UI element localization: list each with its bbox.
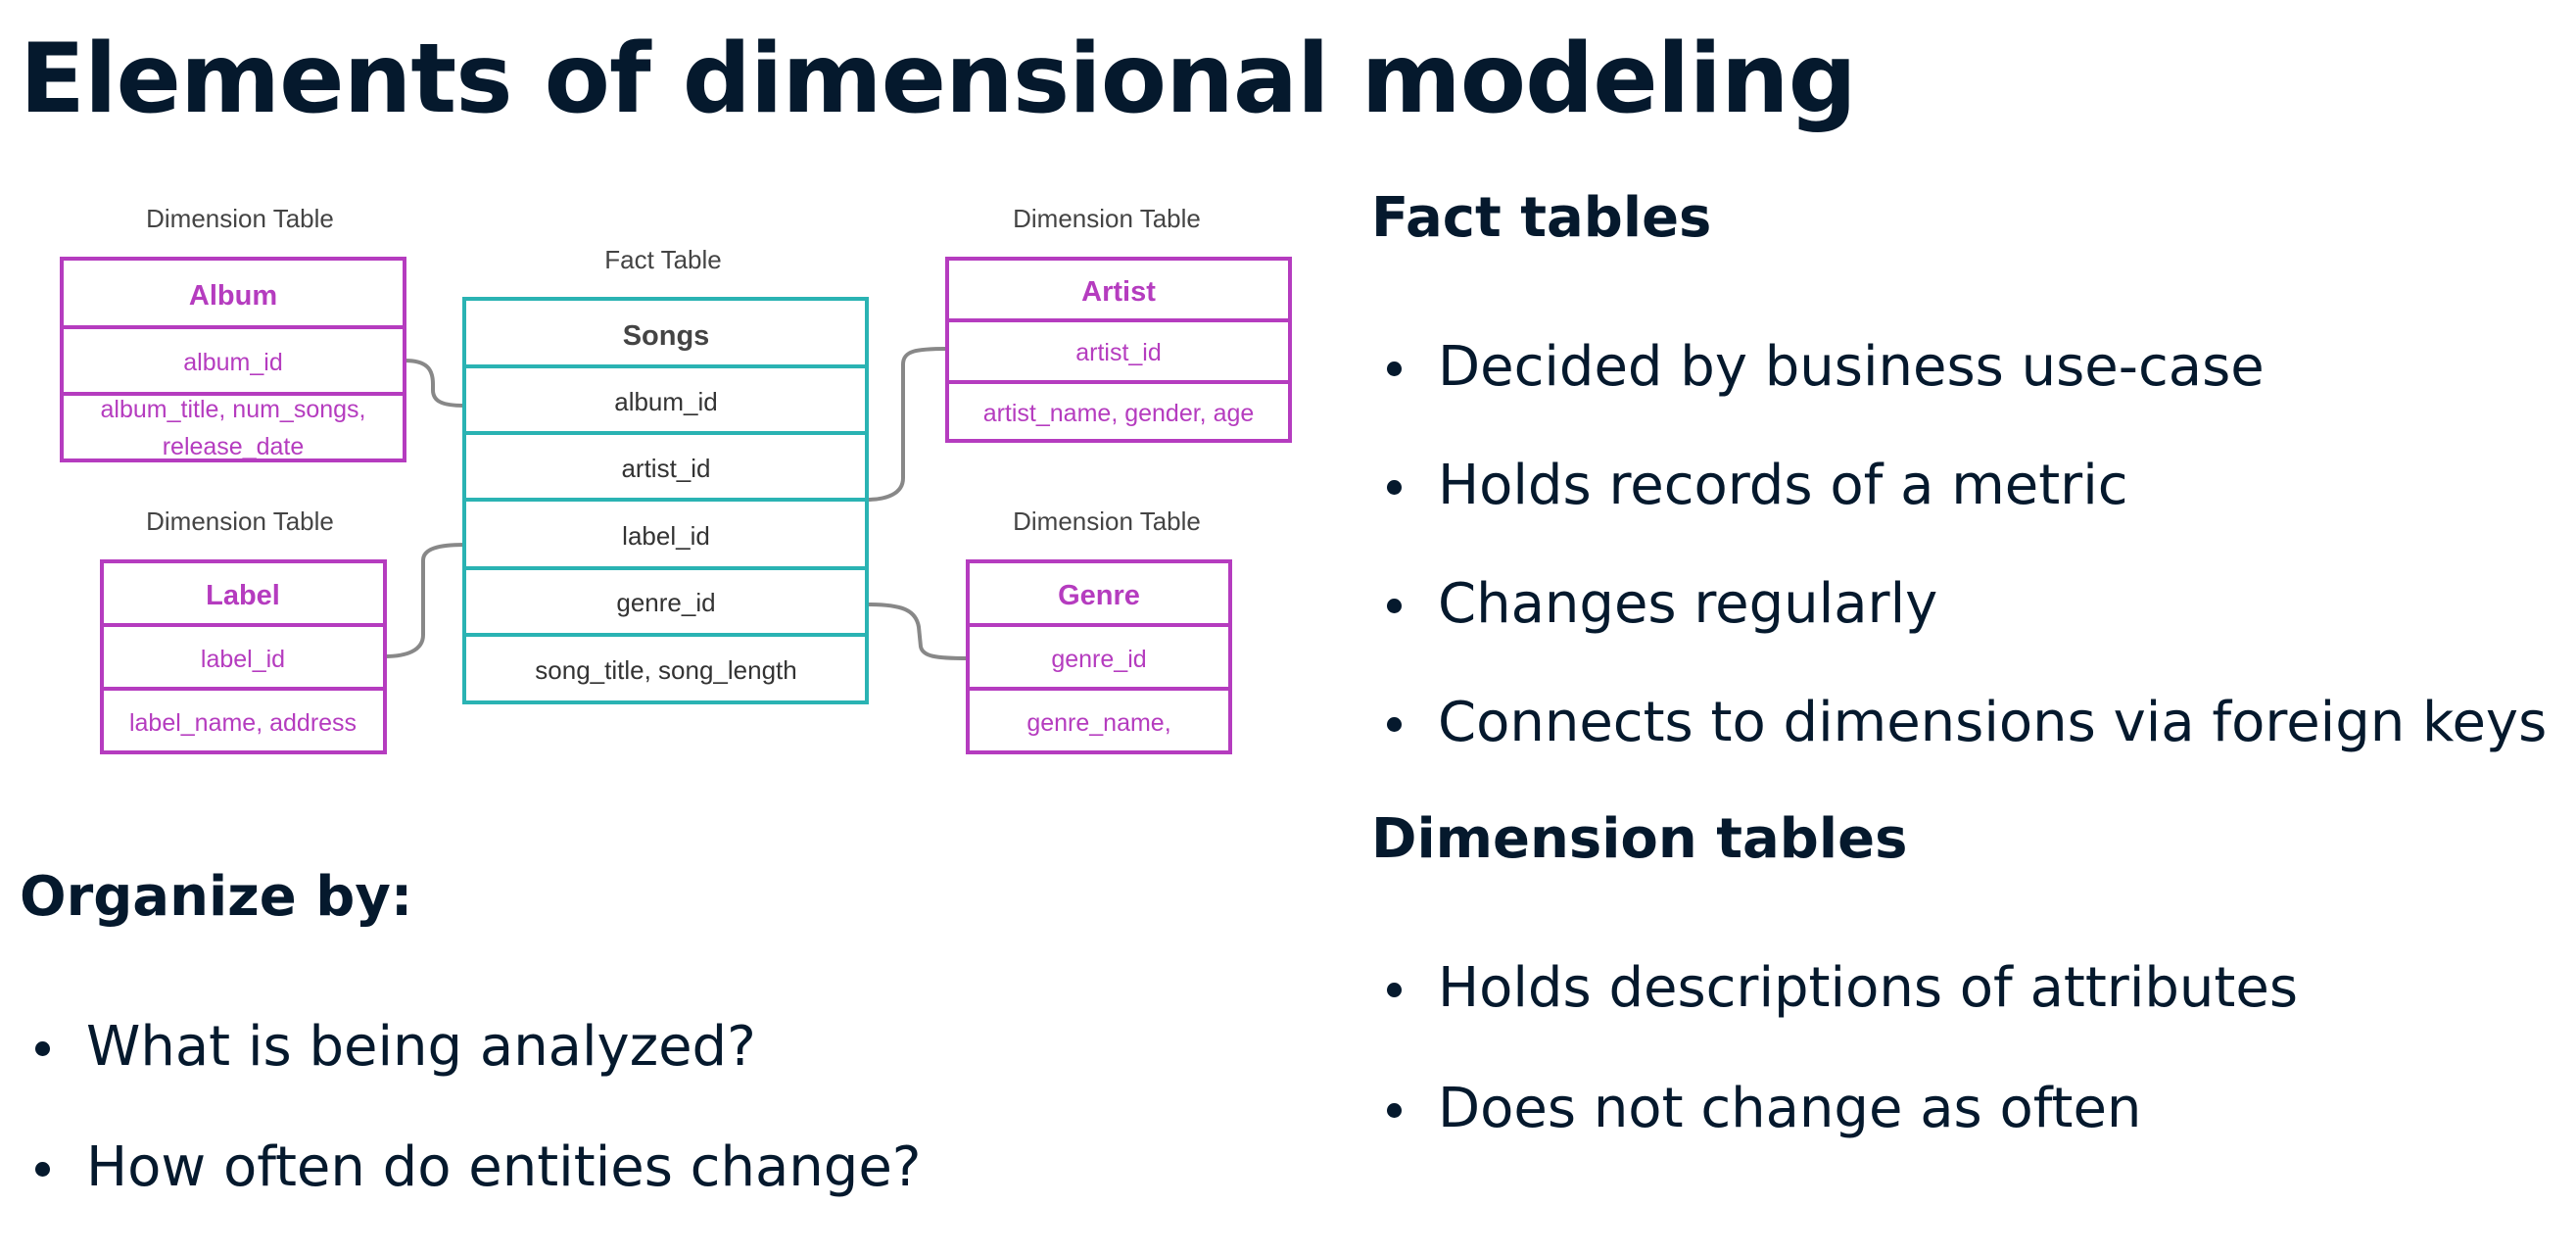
list-item: Holds descriptions of attributes xyxy=(1371,954,2298,1023)
genre-caption: Dimension Table xyxy=(1013,506,1201,536)
dimension-tables-list: Holds descriptions of attributes Does no… xyxy=(1371,954,2298,1195)
connector-lines xyxy=(384,347,969,660)
dimension-table-artist: Artist artist_id artist_name, gender, ag… xyxy=(945,257,1292,443)
genre-key: genre_id xyxy=(1051,646,1146,673)
list-item: Does not change as often xyxy=(1371,1075,2298,1143)
dimension-table-genre: Genre genre_id genre_name, xyxy=(966,559,1232,754)
genre-attrs: genre_name, xyxy=(1026,709,1170,737)
artist-name: Artist xyxy=(1081,276,1156,308)
fact-row-genre-id: genre_id xyxy=(616,588,715,617)
fact-tables-heading: Fact tables xyxy=(1371,186,1712,250)
album-attrs-line2: release_date xyxy=(163,433,305,460)
fact-table-caption: Fact Table xyxy=(604,245,721,274)
dimension-table-label: Label label_id label_name, address xyxy=(100,559,387,754)
fact-row-label-id: label_id xyxy=(622,521,710,551)
dimension-table-album: Album album_id album_title, num_songs, r… xyxy=(60,257,406,462)
artist-key: artist_id xyxy=(1075,339,1162,366)
fact-row-artist-id: artist_id xyxy=(621,454,710,483)
dimension-tables-heading: Dimension tables xyxy=(1371,807,1908,871)
fact-row-album-id: album_id xyxy=(614,387,718,416)
label-name: Label xyxy=(206,580,280,611)
list-item: How often do entities change? xyxy=(20,1133,922,1202)
album-key: album_id xyxy=(183,349,282,376)
artist-attrs: artist_name, gender, age xyxy=(983,400,1255,427)
organize-heading: Organize by: xyxy=(20,865,413,929)
star-schema-diagram: Fact Table Songs album_id artist_id labe… xyxy=(60,204,1292,754)
connector-artist-fact xyxy=(866,347,948,502)
connector-album-fact xyxy=(404,359,465,408)
genre-name: Genre xyxy=(1058,580,1140,611)
artist-caption: Dimension Table xyxy=(1013,204,1201,233)
list-item: Holds records of a metric xyxy=(1371,452,2547,520)
fact-tables-list: Decided by business use-case Holds recor… xyxy=(1371,333,2547,807)
list-item: What is being analyzed? xyxy=(20,1013,922,1082)
list-item: Changes regularly xyxy=(1371,570,2547,639)
album-attrs-line1: album_title, num_songs, xyxy=(101,396,366,423)
album-caption: Dimension Table xyxy=(146,204,334,233)
label-caption: Dimension Table xyxy=(146,506,334,536)
label-attrs: label_name, address xyxy=(129,709,357,737)
list-item: Connects to dimensions via foreign keys xyxy=(1371,689,2547,757)
fact-table-songs: Songs album_id artist_id label_id genre_… xyxy=(462,297,869,704)
organize-list: What is being analyzed? How often do ent… xyxy=(20,1013,922,1254)
list-item: Decided by business use-case xyxy=(1371,333,2547,402)
connector-label-fact xyxy=(384,543,465,658)
connector-genre-fact xyxy=(866,603,969,660)
label-key: label_id xyxy=(201,646,285,673)
page-title: Elements of dimensional modeling xyxy=(20,24,1857,135)
album-name: Album xyxy=(189,280,277,312)
fact-row-song-attrs: song_title, song_length xyxy=(535,655,796,685)
fact-table-name: Songs xyxy=(623,320,710,352)
